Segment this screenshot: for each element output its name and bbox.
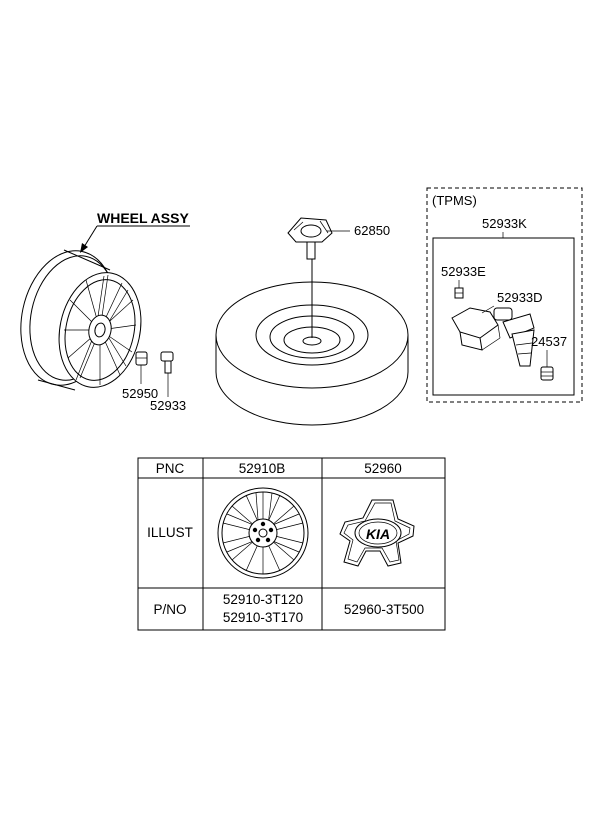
- tpms-valve-stem-icon: [502, 313, 535, 367]
- table-border: [137, 457, 446, 631]
- spare-hanger-icon: [287, 217, 333, 260]
- hub-cap-illustration-icon: KIA: [339, 499, 415, 567]
- table-pno-col2-line1: 52960-3T500: [344, 602, 424, 617]
- tpms-group: (TPMS) 52933K 52933E 52933D 24537: [426, 187, 583, 403]
- part-label-52933D: 52933D: [497, 290, 543, 305]
- wheel-3d-drawing: [20, 249, 142, 391]
- tpms-sensor-icon: [451, 307, 513, 351]
- wheel-illustration-icon: [217, 487, 309, 579]
- wheel-assy-arrow-icon: [80, 243, 88, 253]
- table-header-pnc: PNC: [156, 461, 185, 476]
- spare-tire-drawing: [215, 258, 409, 426]
- tpms-nut-icon: [454, 287, 464, 299]
- tpms-dashed-frame: [426, 187, 583, 403]
- lug-nut-icon: [135, 351, 148, 366]
- wheel-assy-title: WHEEL ASSY: [97, 210, 189, 226]
- valve-stem-icon: [160, 351, 174, 374]
- table-header-pno: P/NO: [153, 602, 186, 617]
- tpms-kit-frame: [432, 237, 575, 396]
- table-pno-col1-line2: 52910-3T170: [223, 610, 303, 625]
- wheel-assy-group: WHEEL ASSY: [20, 210, 190, 413]
- spare-tire-group: 62850: [215, 217, 409, 426]
- table-pno-col1-line1: 52910-3T120: [223, 592, 303, 607]
- tpms-sensor-leader: [481, 305, 495, 314]
- table-header-illust: ILLUST: [147, 525, 193, 540]
- kia-logo-text: KIA: [366, 526, 390, 542]
- part-label-52933: 52933: [150, 398, 186, 413]
- part-label-62850: 62850: [354, 223, 390, 238]
- table-pnc-col2: 52960: [364, 461, 402, 476]
- part-label-52933K: 52933K: [482, 216, 527, 231]
- tpms-group-label: (TPMS): [432, 193, 477, 208]
- wheel-assy-leader: [83, 225, 98, 248]
- part-label-24537: 24537: [531, 334, 567, 349]
- tpms-valve-cap-icon: [540, 366, 554, 381]
- part-label-52933E: 52933E: [441, 264, 486, 279]
- parts-table: PNC 52910B 52960 ILLUST P/NO 52910-3T120…: [137, 457, 446, 631]
- part-label-52950: 52950: [122, 386, 158, 401]
- table-pnc-col1: 52910B: [239, 461, 286, 476]
